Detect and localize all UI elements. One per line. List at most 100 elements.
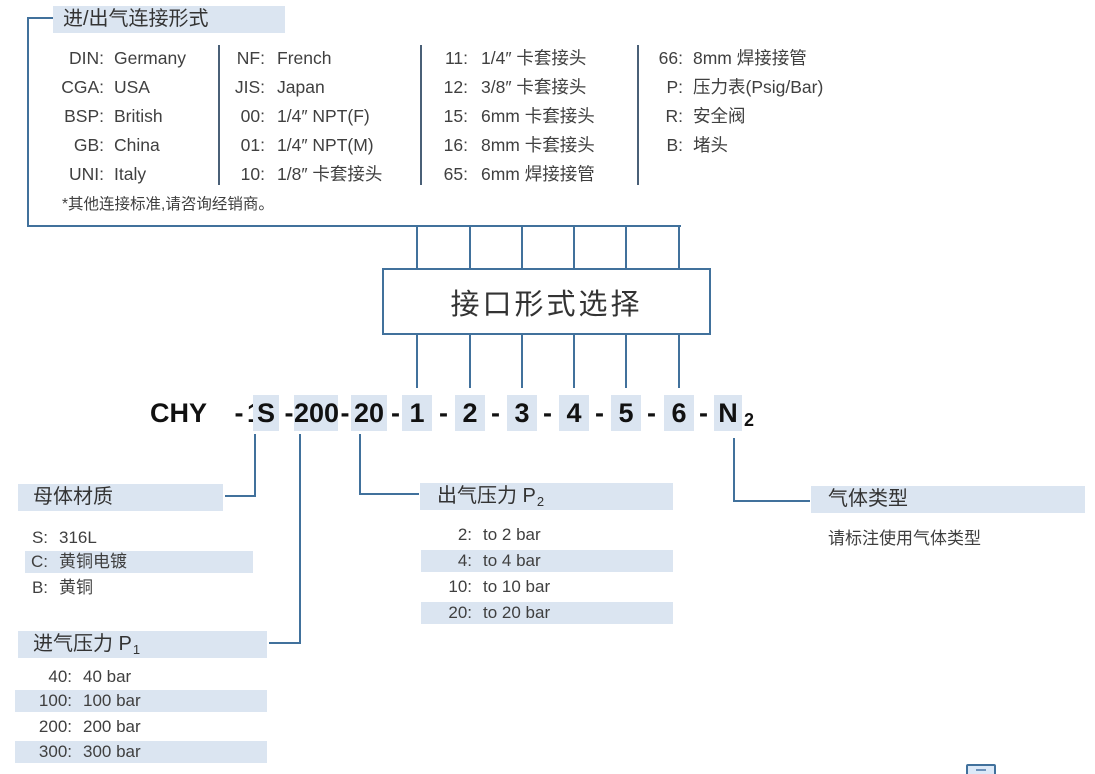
- item-label: 安全阀: [693, 106, 746, 126]
- code-seg-highlight: 2: [455, 395, 485, 431]
- item-label: 1/8″ 卡套接头: [277, 164, 383, 184]
- selector-down-line: [469, 335, 471, 388]
- item-code: DIN:: [69, 48, 104, 68]
- connection-item: 00: 1/4″ NPT(F): [230, 102, 382, 131]
- inlet-pressure-item: 40: 40 bar: [30, 666, 131, 688]
- inlet-pressure-title: 进气压力 P: [33, 633, 132, 655]
- gas-type-header: 气体类型: [811, 486, 1085, 513]
- item-label: to 10 bar: [483, 577, 551, 596]
- selector-drop-line: [625, 225, 627, 270]
- connection-item: JIS: Japan: [230, 73, 382, 102]
- inlet-pressure-header: 进气压力 P1: [18, 631, 267, 658]
- connection-item: 12: 3/8″ 卡套接头: [438, 73, 595, 102]
- outlet-pressure-item-highlighted: 20: to 20 bar: [421, 602, 673, 624]
- body-material-header: 母体材质: [18, 484, 223, 511]
- bracket-tick-line: [27, 17, 53, 19]
- item-label: USA: [114, 77, 150, 97]
- item-label: 堵头: [693, 135, 728, 155]
- connection-item: NF: French: [230, 44, 382, 73]
- body-material-item: S: 316L: [30, 527, 97, 549]
- selector-drop-line: [573, 225, 575, 270]
- connection-section-title: 进/出气连接形式: [53, 6, 285, 33]
- outlet-pressure-item: 10: to 10 bar: [440, 576, 550, 598]
- item-code: 00:: [240, 106, 265, 126]
- connection-item: 10: 1/8″ 卡套接头: [230, 160, 383, 189]
- interface-selector-label: 接口形式选择: [450, 288, 643, 321]
- item-code: BSP:: [64, 106, 104, 126]
- code-subscript: 2: [744, 410, 755, 430]
- connection-item: 65: 6mm 焊接接管: [438, 160, 595, 189]
- item-label: Italy: [114, 164, 147, 184]
- item-code: 16:: [443, 135, 468, 155]
- item-code: 40:: [48, 667, 72, 686]
- inlet-pressure-connector-v: [299, 434, 301, 644]
- item-code: R:: [665, 106, 684, 126]
- column-divider: [637, 45, 639, 185]
- body-material-item-highlighted: C: 黄铜电镀: [25, 551, 253, 573]
- gas-type-connector-h: [733, 500, 810, 502]
- item-code: C:: [31, 552, 48, 571]
- outlet-pressure-title: 出气压力 P: [437, 485, 536, 507]
- item-code: UNI:: [69, 164, 104, 184]
- item-label: 8mm 卡套接头: [481, 135, 595, 155]
- item-code: S:: [31, 528, 48, 547]
- item-label: 1/4″ NPT(M): [277, 135, 374, 155]
- code-seg: -: [595, 398, 604, 428]
- model-code: CHY - 1 S - 200 - 20 - 1 - 2 - 3 - 4 - 5…: [0, 394, 1095, 432]
- item-label: 8mm 焊接接管: [693, 48, 807, 68]
- item-code: 10:: [448, 577, 472, 596]
- code-seg-highlight: 3: [507, 395, 537, 431]
- item-label: 300 bar: [83, 742, 141, 761]
- code-seg-highlight: 5: [611, 395, 641, 431]
- item-label: Japan: [277, 77, 325, 97]
- item-label: British: [114, 106, 163, 126]
- code-seg-highlight: 4: [559, 395, 589, 431]
- item-code: 200:: [38, 717, 72, 736]
- selector-down-line: [678, 335, 680, 388]
- code-seg: -: [340, 398, 350, 428]
- connection-column-regions: DIN: Germany CGA: USA BSP: British GB: C…: [40, 44, 186, 189]
- code-seg: -: [647, 398, 656, 428]
- item-code: GB:: [73, 135, 104, 155]
- item-code: CGA:: [61, 77, 104, 97]
- item-label: French: [277, 48, 332, 68]
- item-code: 01:: [240, 135, 265, 155]
- outlet-pressure-connector-h: [359, 493, 419, 495]
- connection-column-fittings: 11: 1/4″ 卡套接头 12: 3/8″ 卡套接头 15: 6mm 卡套接头…: [438, 44, 595, 189]
- column-divider: [218, 45, 220, 185]
- outlet-pressure-item: 2: to 2 bar: [440, 524, 541, 546]
- connection-item: BSP: British: [40, 102, 186, 131]
- code-seg: -: [284, 398, 294, 428]
- code-seg-highlight: 1: [402, 395, 432, 431]
- item-label: to 20 bar: [483, 603, 551, 622]
- item-code: NF:: [236, 48, 265, 68]
- inlet-pressure-item: 200: 200 bar: [30, 716, 141, 738]
- item-label: 压力表(Psig/Bar): [693, 77, 824, 97]
- item-code: 15:: [443, 106, 468, 126]
- item-label: 黄铜电镀: [59, 552, 127, 571]
- inlet-pressure-title-sub: 1: [132, 642, 141, 657]
- selector-down-line: [521, 335, 523, 388]
- item-label: 316L: [59, 528, 97, 547]
- connection-item: P: 压力表(Psig/Bar): [652, 73, 823, 102]
- connection-item: CGA: USA: [40, 73, 186, 102]
- code-seg-highlight: 200: [294, 395, 339, 431]
- code-seg-highlight: 20: [351, 395, 387, 431]
- inlet-pressure-item-highlighted: 300: 300 bar: [15, 741, 267, 763]
- code-seg: -: [699, 398, 708, 428]
- selector-drop-line: [521, 225, 523, 270]
- item-label: 1/4″ NPT(F): [277, 106, 370, 126]
- item-code: 300:: [38, 742, 72, 761]
- connection-item: UNI: Italy: [40, 160, 186, 189]
- code-seg: -: [543, 398, 552, 428]
- item-label: 40 bar: [83, 667, 132, 686]
- selector-down-line: [416, 335, 418, 388]
- code-seg-highlight: 6: [664, 395, 694, 431]
- code-seg: -: [234, 398, 244, 428]
- item-label: Germany: [114, 48, 186, 68]
- connection-item: 16: 8mm 卡套接头: [438, 131, 595, 160]
- bottom-right-button[interactable]: [966, 764, 996, 774]
- item-code: JIS:: [234, 77, 265, 97]
- bottom-right-button-icon: [976, 769, 986, 771]
- bracket-vertical-line: [27, 17, 29, 227]
